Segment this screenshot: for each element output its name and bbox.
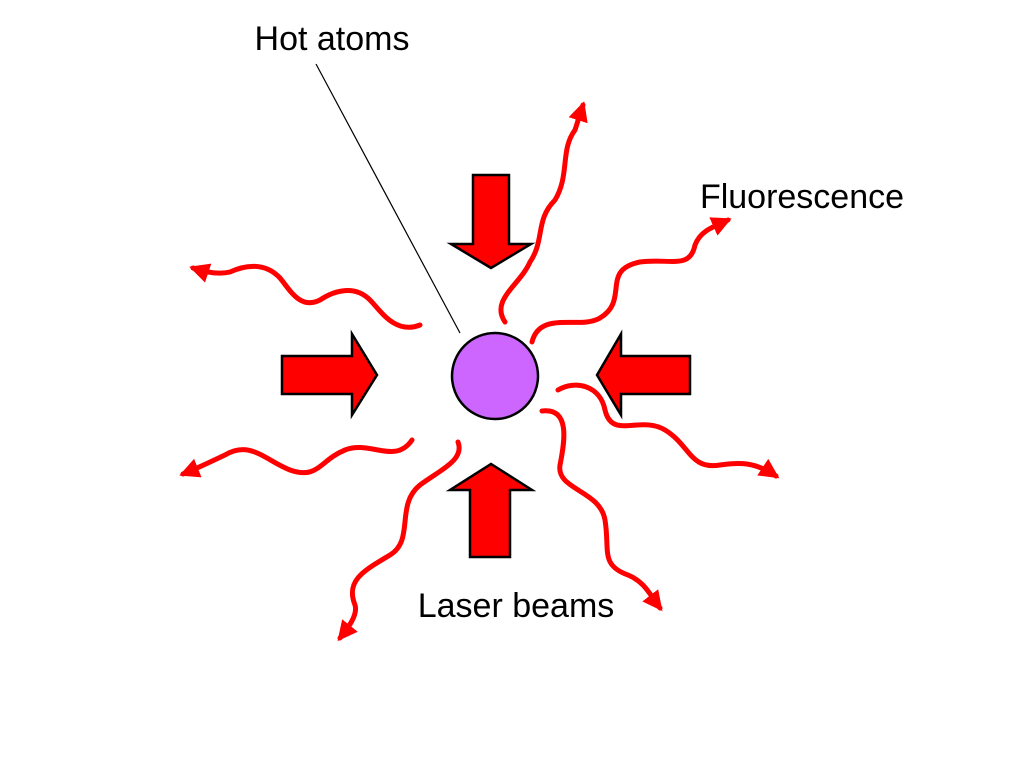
laser-beam-left: [280, 329, 379, 420]
fluorescence-wave-lower-right: [539, 408, 663, 612]
laser-beam-top: [446, 173, 536, 270]
fluorescence-wave-lower-left: [337, 439, 462, 642]
fluorescence-wave-right: [555, 382, 780, 479]
fluorescence-waves: [179, 101, 780, 642]
label-hot-atoms: Hot atoms: [255, 20, 410, 58]
fluorescence-wave-upper-right: [529, 217, 732, 345]
hot-atom-circle: [450, 331, 540, 421]
hot-atoms-leader-line: [315, 63, 461, 334]
fluorescence-wave-left: [179, 437, 415, 478]
laser-beam-arrows: [280, 173, 692, 559]
laser-beam-right: [595, 329, 692, 420]
label-laser-beams: Laser beams: [418, 587, 615, 625]
fluorescence-wave-upper-left: [189, 263, 423, 330]
label-fluorescence: Fluorescence: [700, 178, 904, 216]
laser-beam-bottom: [445, 462, 537, 559]
fluorescence-wave-up: [498, 101, 588, 325]
